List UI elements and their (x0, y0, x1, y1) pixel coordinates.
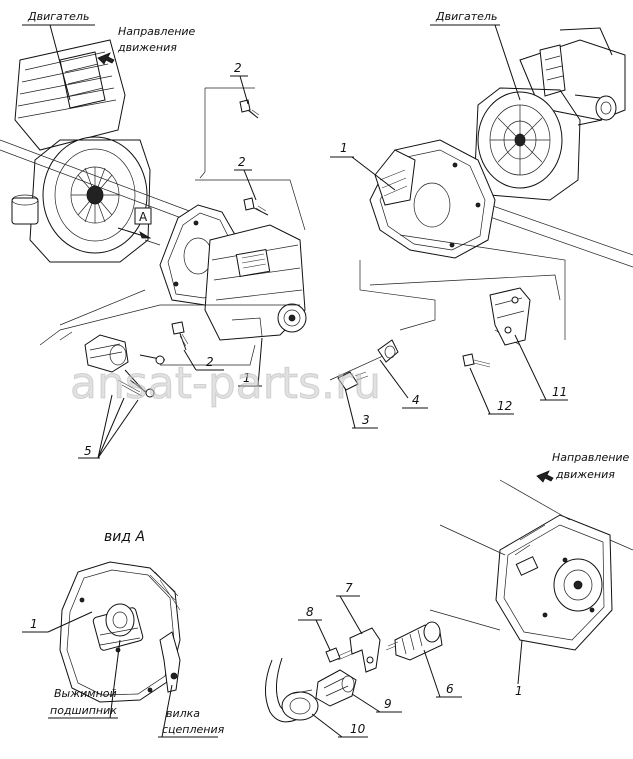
bolt-2c-icon (171, 321, 189, 351)
part-4-icon (377, 339, 409, 399)
direction-top-line1: Направление (118, 25, 196, 38)
part-3-icon (337, 371, 369, 391)
watermark-text: ansat-parts.ru (70, 358, 381, 409)
callout-3: 3 (362, 413, 370, 427)
clutch-fork-label-line2: сцепления (162, 723, 225, 736)
part-6-sensor-icon (385, 621, 443, 661)
view-a-arrow-group: A (117, 207, 152, 239)
callout-12: 12 (497, 399, 512, 413)
engine-left-label: Двигатель (27, 10, 89, 23)
callout-7: 7 (345, 581, 353, 595)
arrow-a-letter: A (139, 210, 148, 224)
callout-11: 11 (552, 385, 567, 399)
callout-2a: 2 (234, 61, 242, 75)
direction-top-arrow-icon (97, 52, 115, 65)
bell-housing-right-drawing (369, 139, 496, 259)
release-bearing-label-line2: подшипник (50, 704, 117, 717)
arrow-a-icon (139, 231, 152, 239)
callout-4: 4 (412, 393, 420, 407)
callout-6: 6 (446, 682, 454, 696)
callout-9: 9 (384, 697, 392, 711)
part-8-bolt-icon (325, 647, 353, 663)
callouts-left: 2 2 2 1 5 (78, 61, 263, 459)
callouts-right: 1 3 4 12 11 (330, 141, 568, 429)
clutch-fork-label-line1: вилка (166, 707, 200, 720)
callout-1-top: 1 (243, 371, 251, 385)
callout-5: 5 (84, 444, 92, 458)
direction-bottom-arrow-icon (536, 470, 554, 483)
release-bearing-label-line1: Выжимной (54, 687, 117, 700)
callout-2b: 2 (238, 155, 246, 169)
starter-drawing (84, 334, 166, 398)
callout-1-bottom: 1 (515, 684, 523, 698)
direction-top-line2: движения (117, 41, 177, 54)
part-9-switch-icon (315, 669, 357, 707)
engine-right-label: Двигатель (435, 10, 497, 23)
part-7-bracket-icon (349, 627, 381, 673)
assembly-lines-left (39, 87, 306, 366)
engine-right-label-group: Двигатель (430, 10, 521, 101)
callout-8: 8 (306, 605, 314, 619)
part-12-bolt-icon (462, 353, 491, 368)
direction-bottom-line1: Направление (552, 451, 630, 464)
parts-right-drawing (337, 287, 531, 399)
bolt-2a-icon (239, 99, 260, 119)
gearbox-drawing (84, 99, 307, 398)
view-a-callouts: 1 Выжимной подшипник вилка сцепления (22, 611, 225, 738)
part-10-cap-icon (265, 657, 319, 723)
engine-left-drawing (0, 39, 201, 263)
direction-top-group: Направление движения (97, 25, 196, 65)
direction-bottom-line2: движения (555, 468, 615, 481)
view-a-title: вид А (104, 529, 145, 545)
callout-1-right: 1 (340, 141, 348, 155)
callout-2c: 2 (206, 355, 214, 369)
bolt-2b-icon (243, 197, 269, 216)
engine-left-label-group: Двигатель (22, 10, 95, 101)
view-a-drawing: вид А (59, 529, 181, 703)
engine-right-drawing (469, 27, 633, 268)
callout-1-view: 1 (30, 617, 38, 631)
direction-bottom-group: Направление движения (536, 451, 630, 483)
gearbox-bottom-drawing (429, 479, 633, 651)
part-11-bracket-icon (489, 287, 531, 346)
small-parts-bottom (265, 621, 443, 723)
callout-10: 10 (350, 722, 366, 736)
callouts-bottom: 7 8 9 10 6 1 (298, 581, 523, 738)
